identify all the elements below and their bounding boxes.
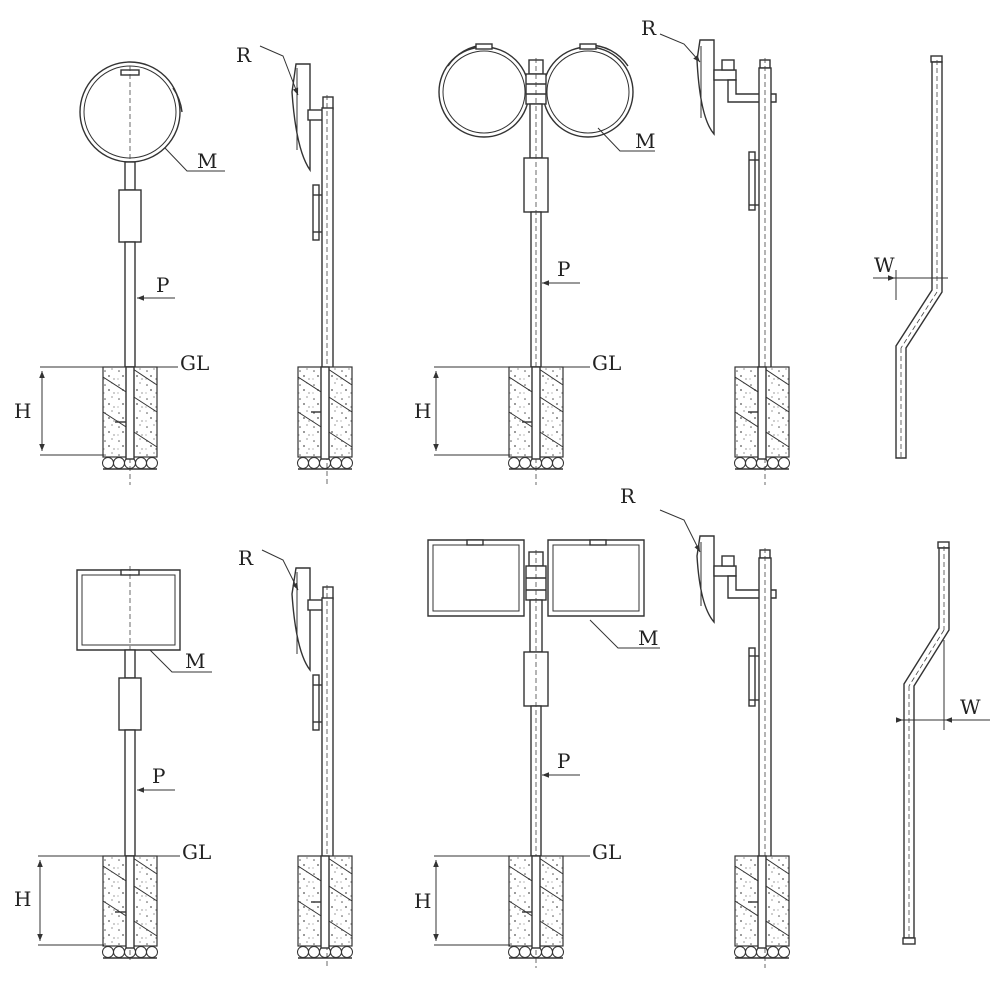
label-reflector-4: R <box>620 484 636 508</box>
label-reflector-3: R <box>238 546 254 570</box>
single-round-side: R <box>236 43 354 485</box>
label-pole-3: P <box>152 764 165 788</box>
double-rect-front: M P GL H <box>414 539 660 968</box>
label-width: W <box>874 253 895 277</box>
label-ground-level-2: GL <box>592 351 621 375</box>
bent-pole-bottom: W <box>896 541 990 945</box>
label-height-4: H <box>414 889 431 913</box>
bent-pole-top: W <box>873 55 948 459</box>
label-pole: P <box>156 273 169 297</box>
label-width-2: W <box>960 695 981 719</box>
single-rect-side: R <box>238 546 354 968</box>
double-round-front: M P GL H <box>414 43 655 485</box>
label-mirror-2: M <box>635 129 655 153</box>
label-ground-level-4: GL <box>592 840 621 864</box>
label-mirror: M <box>197 149 217 173</box>
double-rect-side: R <box>620 484 791 968</box>
label-pole-4: P <box>557 749 570 773</box>
label-ground-level-3: GL <box>182 840 211 864</box>
label-reflector-2: R <box>641 16 657 40</box>
double-round-side: R <box>641 16 791 485</box>
single-round-front: M P GL H <box>14 61 225 485</box>
label-ground-level: GL <box>180 351 209 375</box>
single-rect-front: M P GL H <box>14 566 212 960</box>
label-height: H <box>14 399 31 423</box>
label-height-3: H <box>14 887 31 911</box>
label-pole-2: P <box>557 257 570 281</box>
label-mirror-3: M <box>185 649 205 673</box>
label-height-2: H <box>414 399 431 423</box>
label-reflector: R <box>236 43 252 67</box>
label-mirror-4: M <box>638 626 658 650</box>
